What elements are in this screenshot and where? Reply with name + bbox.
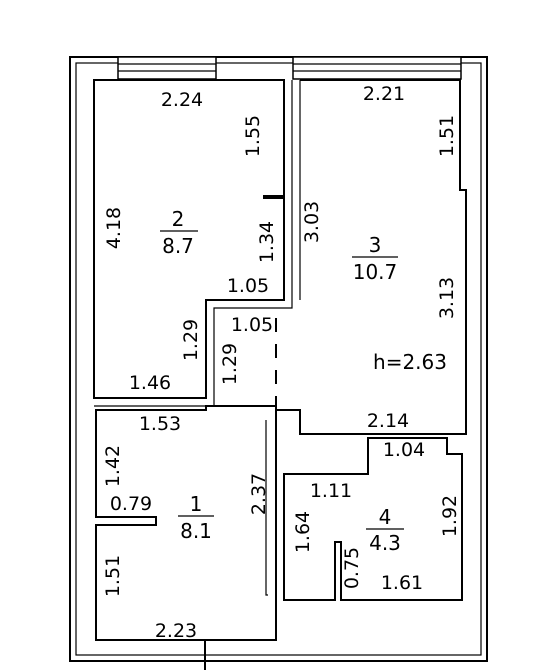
dim-corridor-left: 1.29 <box>219 343 241 385</box>
dim-r1-top: 1.53 <box>139 413 181 435</box>
svg-text:3: 3 <box>369 233 382 257</box>
dim-r1-left-upper: 1.42 <box>102 445 124 487</box>
dim-r2-right-upper: 1.55 <box>242 115 264 157</box>
dim-r4-left: 1.64 <box>292 511 314 553</box>
dim-r1-niche: 0.79 <box>110 493 152 515</box>
svg-text:1: 1 <box>190 492 203 516</box>
room-4-outline <box>283 437 463 601</box>
inner-wall <box>75 62 482 656</box>
room-1-outline <box>95 405 277 641</box>
svg-text:8.7: 8.7 <box>162 234 194 258</box>
dim-r3-left: 3.03 <box>301 201 323 243</box>
dim-r2-left: 4.18 <box>103 207 125 249</box>
dim-r1-right: 2.37 <box>248 473 270 515</box>
dim-corridor-bottom: 1.05 <box>231 314 273 336</box>
dim-r2-right-mid: 1.34 <box>256 221 278 263</box>
room-label-2: 2 8.7 <box>160 207 198 258</box>
dim-r1-bottom: 2.23 <box>155 620 197 642</box>
svg-text:4: 4 <box>379 505 392 529</box>
dim-r4-inner: 1.11 <box>310 480 352 502</box>
room-label-4: 4 4.3 <box>366 505 404 555</box>
svg-text:2: 2 <box>172 207 185 231</box>
dim-r4-top: 1.04 <box>383 439 425 461</box>
window-room-3 <box>292 56 462 80</box>
outer-wall <box>69 56 488 662</box>
dim-r3-top: 2.21 <box>363 83 405 105</box>
dim-r3-bottom: 2.14 <box>367 410 409 432</box>
dim-r3-right-upper: 1.51 <box>436 115 458 157</box>
room-3-outline <box>276 79 467 435</box>
dim-r4-bottom: 1.61 <box>381 572 423 594</box>
window-room-2 <box>117 56 217 80</box>
svg-text:10.7: 10.7 <box>353 260 398 284</box>
svg-text:4.3: 4.3 <box>369 531 401 555</box>
dim-r1-left-lower: 1.51 <box>102 555 124 597</box>
dim-r3-right: 3.13 <box>436 277 458 319</box>
dim-r2-top: 2.24 <box>161 89 203 111</box>
svg-text:8.1: 8.1 <box>180 519 212 543</box>
dim-r4-right: 1.92 <box>439 495 461 537</box>
dim-r4-niche: 0.75 <box>341 547 363 589</box>
dim-r2-bottom: 1.46 <box>129 372 171 394</box>
room-2-outline <box>93 79 285 399</box>
room-label-3: 3 10.7 <box>352 233 398 284</box>
room-label-1: 1 8.1 <box>178 492 214 543</box>
dim-corridor-top: 1.05 <box>227 275 269 297</box>
ceiling-height: h=2.63 <box>373 350 447 374</box>
dim-r2-bottom-step: 1.29 <box>180 319 202 361</box>
